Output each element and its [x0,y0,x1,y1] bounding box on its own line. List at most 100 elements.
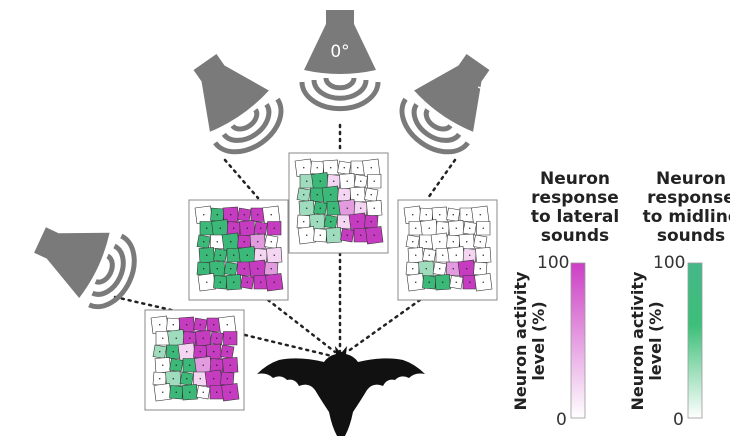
neuron-dot [425,268,427,270]
neuron-dot [175,337,177,339]
speaker-75deg [34,227,137,310]
neuron-dot [346,234,348,236]
neuron-dot [346,207,348,209]
sound-wave-icon [221,102,272,143]
neuron-dot [346,180,348,182]
neuron-dot [373,207,375,209]
line-mapneg30-to-bat [345,298,422,354]
sound-wave-icon [323,77,357,91]
title-line: sounds [540,226,610,246]
neuron-dot [466,241,468,243]
neuron-dot [203,241,205,243]
neuron-dot [469,227,471,229]
neuron-dot [260,281,262,283]
colorbar-midline-axis-label: Neuron activity level (%) [628,271,665,411]
title-line: response [647,188,730,208]
neuron-dot [199,324,201,326]
neuron-dot [373,180,375,182]
neuron-dot [216,337,218,339]
neuron-dot [333,180,335,182]
neuron-dot [172,378,174,380]
neuron-dot [189,364,191,366]
neuron-dot [159,378,161,380]
neuron-dot [260,227,262,229]
neuron-dot [257,268,259,270]
neuron-dot [257,241,259,243]
neuron-dot [306,234,308,236]
neuron-dot [203,268,205,270]
neuron-dot [357,194,359,196]
neuron-dot [162,391,164,393]
neuron-dot [206,254,208,256]
neuron-dot [162,364,164,366]
neuron-dot [306,207,308,209]
line-map30-to-bat [266,298,337,354]
sound-wave-icon [91,243,126,297]
sound-wave-icon [311,79,369,101]
neuron-dot [319,180,321,182]
neuron-dot [360,234,362,236]
neuron-dot [216,391,218,393]
neuron-dot [466,268,468,270]
neuron-dot [233,227,235,229]
legend-title-lateral: Neuron response to lateral sounds [520,170,630,246]
speaker-0deg [299,10,381,112]
neuron-dot [219,254,221,256]
neuron-dot [246,281,248,283]
colorbar-midline-max: 100 [653,253,686,273]
neuron-dot [202,391,204,393]
neuron-dot [439,241,441,243]
neuron-dot [229,391,231,393]
neuron-dot [425,241,427,243]
sound-wave-icon [88,233,137,310]
neuron-dot [186,351,188,353]
neuron-dot [216,268,218,270]
neuron-dot [316,167,318,169]
neuron-dot [246,227,248,229]
neuron-dot [415,254,417,256]
neuron-dot [330,221,332,223]
colorbar-lateral-min: 0 [556,410,567,430]
neuron-dot [186,378,188,380]
neuron-dot [452,268,454,270]
neuron-dot [482,281,484,283]
neuron-dot [343,167,345,169]
neuron-dot [439,214,441,216]
line-neg30deg-to-map [426,158,457,200]
neuron-dot [412,214,414,216]
neuron-dot [333,207,335,209]
title-line: to lateral [530,207,620,227]
sound-wave-icon [399,97,470,155]
neuron-dot [479,268,481,270]
sound-wave-icon [94,253,115,285]
neuron-dot [213,378,215,380]
sound-wave-icon [213,97,284,155]
neuron-dot [213,351,215,353]
speaker-icon [304,10,376,74]
neuron-dot [428,227,430,229]
neuron-dot [175,391,177,393]
neuron-dot [425,214,427,216]
neuron-dot [303,221,305,223]
neuron-dot [159,351,161,353]
neuron-dot [428,281,430,283]
speaker-icon [414,53,490,132]
neuron-dot [260,254,262,256]
neuron-dot [216,214,218,216]
title-line: Neuron [539,169,611,189]
neuron-dot [257,214,259,216]
neuron-dot [466,214,468,216]
title-line: to midline [642,207,730,227]
neuron-dot [243,268,245,270]
neuron-dot [189,391,191,393]
neuron-dot [469,254,471,256]
neuron-dot [159,324,161,326]
neuron-dot [439,268,441,270]
neuron-dot [229,337,231,339]
neuron-dot [319,207,321,209]
neuron-dot [306,180,308,182]
neuron-dot [206,281,208,283]
neuron-dot [162,337,164,339]
neuron-dot [226,378,228,380]
neuron-dot [357,167,359,169]
